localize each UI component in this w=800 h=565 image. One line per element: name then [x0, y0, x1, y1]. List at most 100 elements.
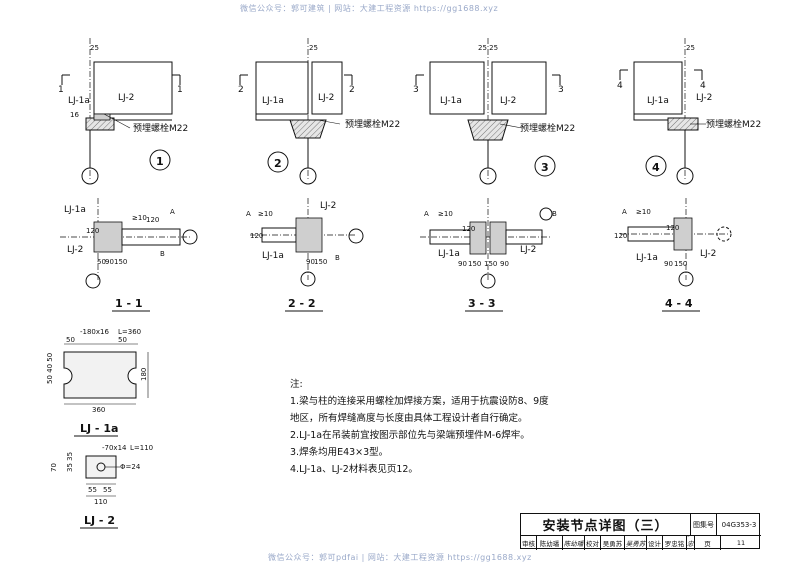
detail-1-dim-top: 25: [90, 44, 99, 52]
detail-4: 4 4 25 LJ-1a LJ-2 预埋螺栓M22 4: [617, 38, 761, 185]
section-4-4-dim-4: 150: [674, 260, 687, 268]
plate-lj2: -70x14 L=110 Φ=24 70 35 35 55 55 110 LJ …: [50, 444, 153, 529]
section-4-4-label: 4 - 4: [665, 297, 693, 310]
detail-3-mark-right: 3: [558, 85, 564, 95]
detail-4-lj2: LJ-2: [696, 93, 712, 103]
section-2-2-dim-2: 90: [306, 258, 315, 266]
section-4-4-lj2: LJ-2: [700, 249, 716, 259]
detail-3-column-ref: [479, 167, 497, 185]
reviewer-name: 陈幼璠: [537, 536, 563, 550]
plate-lj2-label: LJ - 2: [84, 514, 115, 527]
checker-signature: 吴勇苏: [625, 536, 647, 550]
section-4-4-lj1a: LJ-1a: [636, 253, 658, 263]
plate-lj1a: -180x16 L=360 50 50 180 50 40 50 360 LJ …: [46, 328, 149, 437]
detail-2-mark-right: 2: [349, 85, 355, 95]
section-2-2: LJ-2 LJ-1a ≥10 A B 120 90 150 2 - 2: [246, 198, 364, 312]
signature-row: 审核 陈幼璠 陈幼璠 校对 吴勇苏 吴勇苏 设计 罗忠铭 罗忠铭 页 11: [521, 536, 761, 550]
detail-1-lj2: LJ-2: [118, 93, 134, 103]
detail-2-lj1a: LJ-1a: [262, 96, 284, 106]
drawing-title: 安装节点详图（三）: [521, 514, 691, 536]
detail-2-bolt: 预埋螺栓M22: [345, 118, 400, 130]
section-1-1-mark-b: B: [160, 250, 165, 258]
section-3-3: LJ-1a LJ-2 ≥10 A B 120 90 150 150 90 3 -…: [420, 198, 557, 312]
section-4-4-mark-a: A: [622, 208, 627, 216]
detail-4-mark-right: 4: [700, 81, 706, 91]
detail-4-mark-left: 4: [617, 81, 623, 91]
section-4-4-dim-3: 90: [664, 260, 673, 268]
section-3-3-dim-3: 150: [468, 260, 481, 268]
section-2-2-dim-1: 120: [250, 232, 263, 240]
detail-3-dim-top: 25 25: [478, 44, 498, 52]
section-3-3-lj2: LJ-2: [520, 245, 536, 255]
detail-3: 3 3 25 25 LJ-1a LJ-2 预埋螺栓M22 3: [413, 38, 575, 185]
page-number: 11: [736, 539, 746, 547]
detail-2: 2 2 25 LJ-1a LJ-2 预埋螺栓M22 2: [238, 38, 400, 185]
review-label: 审核: [521, 536, 537, 550]
reviewer-signature: 陈幼璠: [563, 536, 585, 550]
detail-4-number: 4: [652, 161, 660, 174]
detail-1-lj1a: LJ-1a: [68, 96, 90, 106]
detail-3-lj1a: LJ-1a: [440, 96, 462, 106]
atlas-label: 图集号: [691, 514, 717, 536]
section-4-4-dim-1: 120: [614, 232, 627, 240]
detail-4-dim-top: 25: [686, 44, 695, 52]
plate-lj1a-dim-50a: 50: [66, 336, 75, 344]
note-line-1: 1.梁与柱的连接采用螺栓加焊接方案，适用于抗震设防8、9度: [290, 396, 549, 407]
section-2-2-mark-a: A: [246, 210, 251, 218]
detail-2-mark-left: 2: [238, 85, 244, 95]
detail-4-circle: [645, 155, 667, 177]
notes-heading: 注:: [290, 379, 303, 390]
detail-2-dim-top: 25: [309, 44, 318, 52]
designer-signature: 罗忠铭: [687, 536, 695, 550]
detail-3-mark-left: 3: [413, 85, 419, 95]
section-3-3-dim-1: 120: [462, 225, 475, 233]
check-label: 校对: [585, 536, 601, 550]
section-1-1-dim-1: 120: [86, 227, 99, 235]
plate-lj2-dim-110: 110: [94, 498, 107, 506]
section-2-2-label: 2 - 2: [288, 297, 316, 310]
section-1-1: LJ-1a LJ-2 ≥10 A B 120 120 50 90 150 1 -…: [60, 198, 198, 312]
designer-name: 罗忠铭: [663, 536, 687, 550]
atlas-number: 04G353-3: [717, 514, 761, 536]
plate-lj2-spec: -70x14: [102, 444, 127, 452]
detail-4-bolt: 预埋螺栓M22: [706, 118, 761, 130]
section-2-2-dim-3: 150: [314, 258, 327, 266]
detail-3-bolt: 预埋螺栓M22: [520, 122, 575, 134]
section-3-3-dim-5: 90: [500, 260, 509, 268]
detail-4-lj1a: LJ-1a: [647, 96, 669, 106]
section-1-1-dim-5: 150: [114, 258, 127, 266]
detail-3-number: 3: [541, 161, 549, 174]
detail-3-circle: [534, 155, 556, 177]
section-3-3-mark-a: A: [424, 210, 429, 218]
plate-lj2-dim-side: 35 35: [66, 452, 74, 472]
section-3-3-dim-2: 90: [458, 260, 467, 268]
section-1-1-lj1a: LJ-1a: [64, 205, 86, 215]
section-3-3-mark-b: B: [552, 210, 557, 218]
detail-1-circle: [149, 149, 171, 171]
section-1-1-label: 1 - 1: [115, 297, 143, 310]
watermark-top: 微信公众号：郭可建筑 | 网站：大建工程资源 https://gg1688.xy…: [240, 4, 499, 13]
section-3-3-lj1a: LJ-1a: [438, 249, 460, 259]
plate-lj1a-dim-180: 180: [140, 368, 148, 381]
detail-1-number: 1: [156, 155, 164, 168]
section-1-1-dim-2: 120: [146, 216, 159, 224]
plate-lj1a-length: L=360: [118, 328, 141, 336]
section-1-1-mark-a: A: [170, 208, 175, 216]
detail-4-column-ref: [676, 167, 694, 185]
section-1-1-dim-3: 50: [97, 258, 106, 266]
watermark-bottom: 微信公众号：郭可pdfai | 网站：大建工程资源 https://gg1688…: [268, 553, 532, 562]
plate-lj2-length: L=110: [130, 444, 153, 452]
page-label: 页: [695, 536, 721, 550]
plate-lj2-dim-55b: 55: [103, 486, 112, 494]
detail-1: 1 1 25 16 LJ-1a LJ-2 预埋螺栓M22 1: [58, 38, 188, 185]
plate-lj1a-dim-50b: 50: [118, 336, 127, 344]
section-4-4-dim-2: 120: [666, 224, 679, 232]
note-line-2: 地区，所有焊缝高度与长度由具体工程设计者自行确定。: [290, 413, 528, 424]
plate-lj1a-spec: -180x16: [80, 328, 109, 336]
section-1-1-weld: ≥10: [132, 214, 147, 222]
section-1-1-lj2: LJ-2: [67, 245, 83, 255]
detail-1-mark-right: 1: [177, 85, 183, 95]
section-3-3-weld: ≥10: [438, 210, 453, 218]
detail-1-dim-side: 16: [70, 111, 79, 119]
